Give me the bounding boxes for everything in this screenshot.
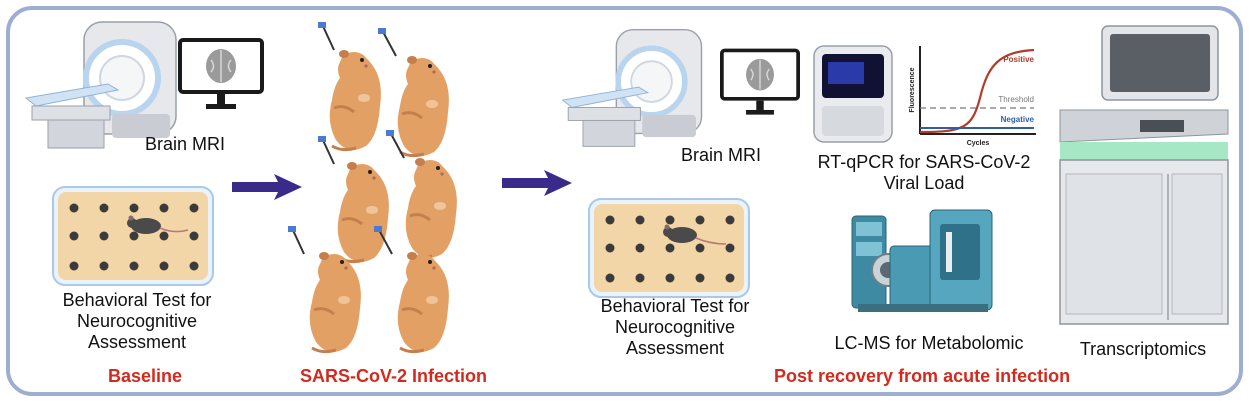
positive-curve [919, 48, 1035, 134]
qpcr-line-2: Viral Load [883, 173, 965, 193]
qpcr-chart: Positive Threshold Negative Cycles Fluor… [909, 46, 1036, 147]
post-behavior-label: Behavioral Test for Neurocognitive Asses… [590, 296, 760, 359]
lcms-label: LC-MS for Metabolomic [834, 333, 1024, 353]
lcms-instrument-icon [851, 209, 993, 312]
behavior-arena-icon [52, 186, 214, 286]
hamster-5 [288, 226, 363, 354]
baseline-behavior-label: Behavioral Test for Neurocognitive Asses… [52, 290, 222, 353]
hamster-3 [318, 136, 391, 264]
behavior-line-3: Assessment [625, 338, 725, 358]
hamster-2 [378, 28, 451, 158]
post-stage-label: Post recovery from acute infection [774, 366, 1071, 386]
behavior-line-2: Neurocognitive [614, 317, 736, 337]
monitor-brain-icon [720, 48, 800, 115]
sequencer-instrument-icon [1059, 25, 1229, 325]
post-mri-label: Brain MRI [680, 145, 761, 165]
behavior-line-1: Behavioral Test for [600, 296, 750, 316]
negative-label: Negative [1001, 115, 1035, 124]
mouse-icon [127, 215, 189, 234]
arrow-right-icon [232, 174, 302, 200]
qpcr-label: RT-qPCR for SARS-CoV-2 Viral Load [806, 152, 1042, 194]
monitor-brain-icon [178, 38, 264, 109]
mri-scanner-icon [561, 29, 703, 147]
hamster-6 [374, 226, 451, 354]
hamster-4 [386, 130, 459, 260]
baseline-stage-label: Baseline [107, 366, 183, 386]
mouse-icon [663, 224, 727, 245]
threshold-label: Threshold [998, 95, 1034, 104]
qpcr-line-1: RT-qPCR for SARS-CoV-2 [817, 152, 1031, 172]
y-axis-label: Fluorescence [909, 67, 916, 112]
transcriptomics-label: Transcriptomics [1079, 339, 1207, 359]
hamster-group-icon [288, 22, 459, 354]
qpcr-machine-icon [813, 45, 893, 143]
infection-stage-label: SARS-CoV-2 Infection [300, 366, 488, 386]
behavior-line-2: Neurocognitive [76, 311, 198, 331]
behavior-line-1: Behavioral Test for [62, 290, 212, 310]
behavior-arena-icon [588, 198, 750, 298]
baseline-mri-label: Brain MRI [144, 134, 225, 154]
mri-scanner-icon [24, 21, 177, 149]
behavior-line-3: Assessment [87, 332, 187, 352]
positive-label: Positive [1003, 55, 1034, 64]
arrow-right-icon [502, 170, 572, 196]
hamster-1 [318, 22, 383, 152]
x-axis-label: Cycles [967, 140, 990, 147]
